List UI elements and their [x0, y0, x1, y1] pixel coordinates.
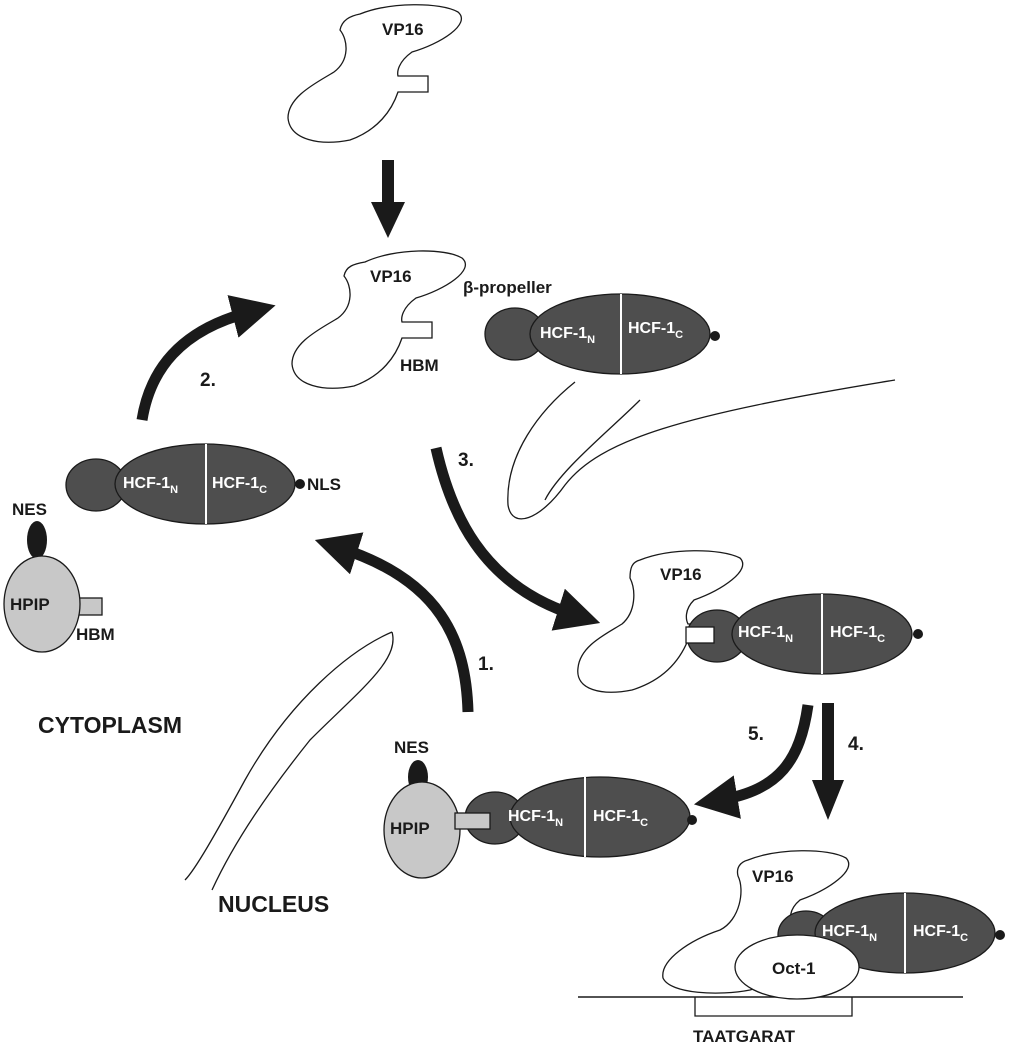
nucleus-label: NUCLEUS: [218, 891, 329, 917]
beta-propeller-label: β-propeller: [463, 278, 552, 297]
svg-text:HCF-1N: HCF-1N: [540, 325, 595, 346]
hbm-label-middle: HBM: [400, 356, 439, 375]
svg-text:HCF-1C: HCF-1C: [212, 475, 267, 496]
vp16-top-label: VP16: [382, 20, 424, 39]
svg-text:HCF-1N: HCF-1N: [123, 475, 178, 496]
vp16-top: VP16: [287, 4, 462, 143]
nes-label-bottom: NES: [394, 738, 429, 757]
hpip-body-left: [3, 555, 81, 653]
vp16-right-label: VP16: [660, 565, 702, 584]
hcf1-complex-left: HCF-1N HCF-1C NLS: [65, 443, 341, 525]
vp16-middle: VP16 HBM: [291, 250, 466, 389]
nes-blob-left: [27, 521, 47, 559]
step-4-label: 4.: [848, 734, 864, 755]
dna-motif-label: TAATGARAT: [693, 1027, 796, 1046]
step-3-label: 3.: [458, 450, 474, 471]
svg-text:HCF-1C: HCF-1C: [628, 320, 683, 341]
hcf1c-label: HCF-1: [628, 320, 675, 337]
cytoplasm-label: CYTOPLASM: [38, 712, 182, 738]
arrow-down-top: [371, 160, 405, 238]
vp16-bottom-label: VP16: [752, 867, 794, 886]
arrow-step-1: 1.: [314, 532, 494, 713]
svg-text:HCF-1C: HCF-1C: [593, 808, 648, 829]
step-2-label: 2.: [200, 370, 216, 391]
hbm-label-left: HBM: [76, 625, 115, 644]
vp16-middle-label: VP16: [370, 267, 412, 286]
vp16-hcf1-complex-right: VP16 HCF-1N HCF-1C: [577, 550, 923, 693]
hcf1-complex-top: HCF-1N HCF-1C: [484, 293, 720, 375]
vp16-right-shape: [577, 550, 744, 693]
vp16-top-shape: [287, 4, 462, 143]
nuclear-membrane-right: [507, 379, 896, 520]
nls-dot: [710, 331, 720, 341]
svg-text:HCF-1N: HCF-1N: [822, 923, 877, 944]
oct1-shape: [734, 934, 860, 1000]
svg-text:HCF-1C: HCF-1C: [830, 624, 885, 645]
arrow-step-4: 4.: [812, 703, 864, 820]
step-1-label: 1.: [478, 654, 494, 675]
hpip-label-bottom: HPIP: [390, 819, 430, 838]
nls-dot-left: [295, 479, 305, 489]
vp16-middle-shape: [291, 250, 466, 389]
svg-text:HCF-1C: HCF-1C: [913, 923, 968, 944]
hpip-left: NES HPIP HBM: [3, 500, 115, 653]
step-5-label: 5.: [748, 724, 764, 745]
arrow-step-5: 5.: [693, 704, 814, 819]
nuclear-membrane-left: [184, 631, 394, 891]
nls-label: NLS: [307, 475, 341, 494]
svg-text:HCF-1N: HCF-1N: [738, 624, 793, 645]
nes-label-left: NES: [12, 500, 47, 519]
svg-text:HCF-1N: HCF-1N: [508, 808, 563, 829]
hcf1n-label: HCF-1: [540, 325, 587, 342]
dna-complex-bottom: TAATGARAT VP16 HCF-1N HCF-1C Oct-1: [578, 850, 1005, 1046]
arrow-step-2: 2.: [136, 295, 276, 421]
dna-motif-bracket: [694, 997, 853, 1017]
oct1-label: Oct-1: [772, 959, 815, 978]
arrow-step-3: 3.: [430, 446, 601, 631]
hpip-label-left: HPIP: [10, 595, 50, 614]
hpip-hcf1-complex-bottom: NES HPIP HCF-1N HCF-1C: [383, 738, 697, 879]
